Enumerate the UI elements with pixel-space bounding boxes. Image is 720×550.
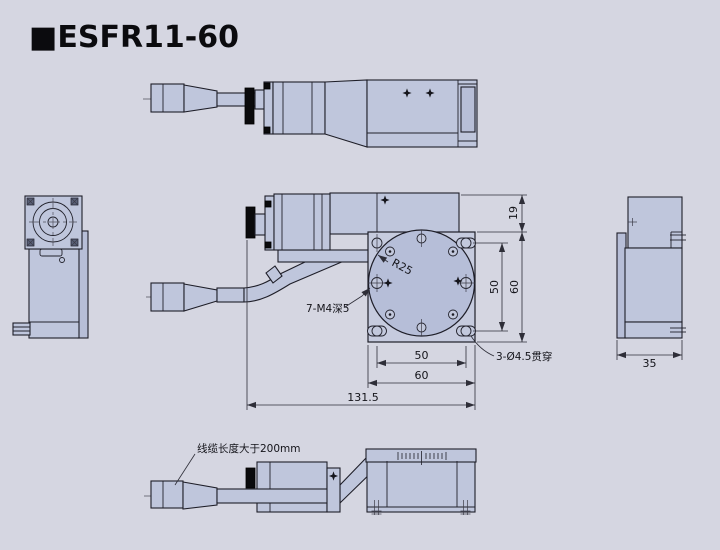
stage-body — [366, 79, 478, 148]
cable-connector — [150, 83, 185, 113]
graduated-plate — [365, 448, 477, 463]
strain-relief — [182, 481, 218, 510]
left-view — [12, 195, 89, 339]
graduation-scale — [397, 451, 447, 465]
cable-exit — [12, 322, 31, 336]
cable-shaft — [216, 488, 341, 504]
side-body — [28, 248, 80, 339]
motor-flange — [263, 81, 274, 135]
knob — [245, 467, 256, 489]
page-title: ■ESFR11-60 — [29, 20, 239, 55]
label-tapped-holes: 7-M4深5 — [306, 303, 349, 315]
strain-relief — [183, 84, 218, 113]
label-through-holes: 3-Ø4.5贯穿 — [496, 350, 552, 363]
bottom-view: 线缆长度大于200mm — [144, 442, 477, 515]
motor-body — [256, 461, 328, 513]
dim-top-offset: 19 — [507, 206, 520, 220]
motor-body — [272, 81, 326, 135]
cable-connector — [150, 480, 184, 509]
dim-plate-width: 60 — [415, 369, 429, 382]
knob — [244, 87, 255, 125]
dim-plate-height: 60 — [508, 280, 521, 294]
mounting-holes — [367, 234, 476, 337]
side-body — [624, 247, 683, 323]
front-view: 19 60 50 50 60 131.5 7-M4深5 R25 3-Ø4.5贯穿 — [146, 192, 552, 410]
cable-connector — [150, 282, 185, 312]
corner-screws — [26, 197, 79, 247]
top-view — [143, 79, 478, 148]
dim-hole-spacing-vertical: 50 — [488, 280, 501, 294]
motor-body — [273, 193, 331, 251]
base-screws — [371, 500, 471, 515]
strain-relief — [183, 283, 218, 312]
cable-bracket — [277, 249, 371, 263]
knob — [245, 206, 256, 239]
dim-hole-spacing-horizontal: 50 — [415, 349, 429, 362]
stage-body — [329, 192, 460, 235]
dim-overall-length: 131.5 — [347, 391, 379, 404]
dim-body-width: 35 — [643, 357, 657, 370]
stage-body — [366, 460, 476, 513]
right-view: 35 — [616, 196, 686, 370]
dimension-lines: 19 60 50 50 60 131.5 7-M4深5 R25 3-Ø4.5贯穿 — [246, 194, 552, 410]
motor-section — [627, 196, 683, 249]
tapped-holes — [368, 230, 475, 336]
label-cable-note: 线缆长度大于200mm — [197, 442, 301, 455]
